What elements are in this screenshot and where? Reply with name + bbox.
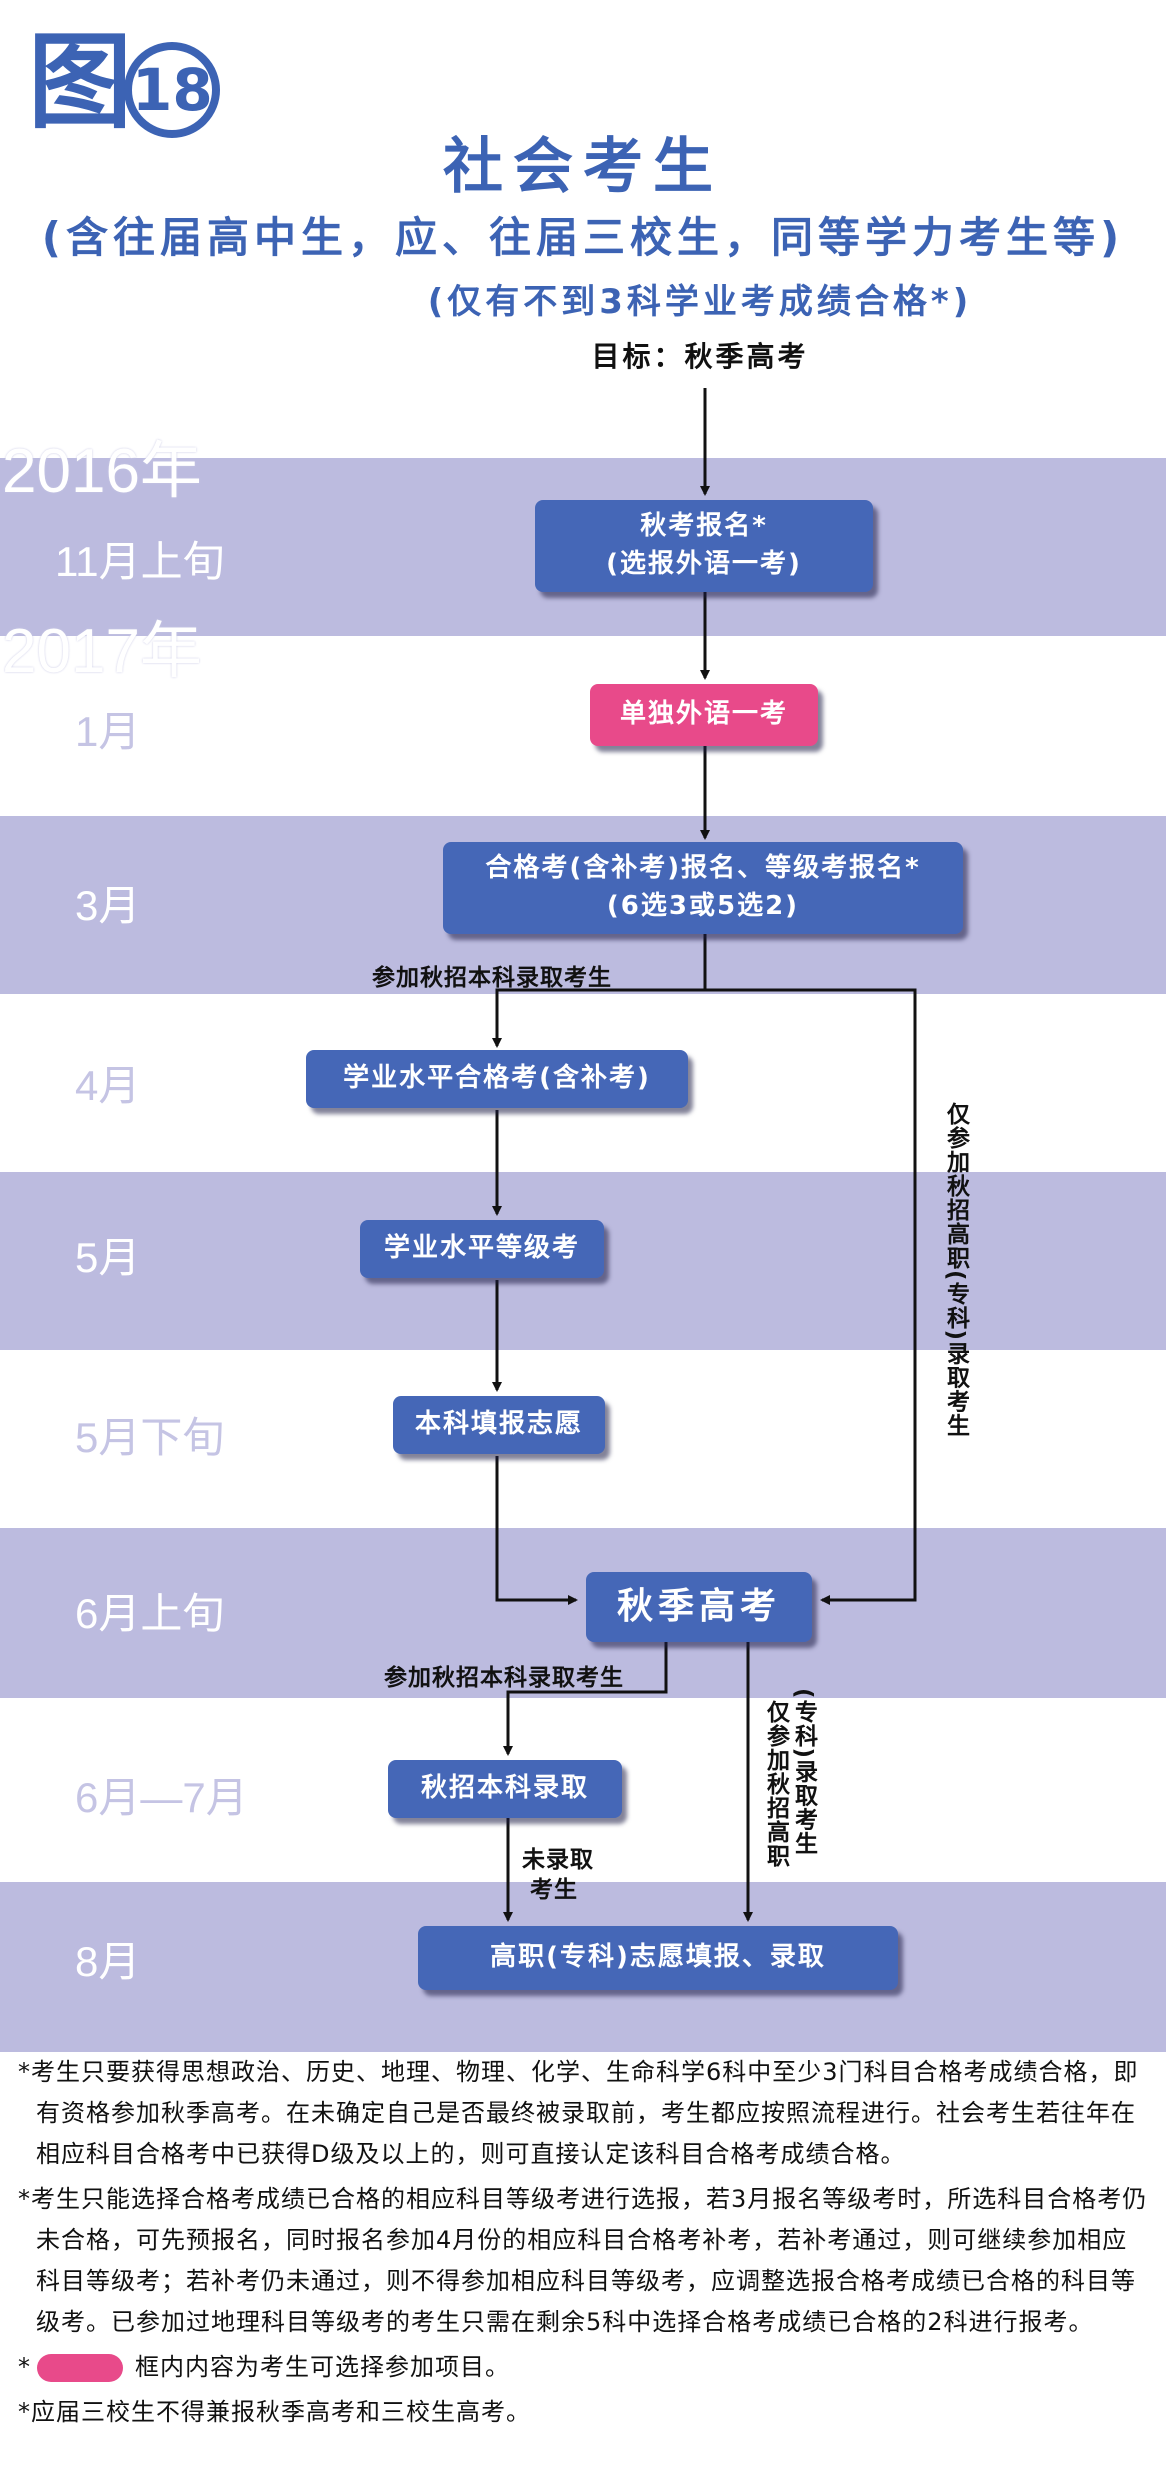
arrow-qualreg-to-gaokao-vocational: [705, 988, 917, 1605]
qualification-exam-box: 学业水平合格考(含补考): [306, 1050, 688, 1108]
gaokao-label: 秋季高考: [616, 1585, 781, 1627]
level-exam-box: 学业水平等级考: [360, 1220, 604, 1278]
bachelor-admission-box: 秋招本科录取: [388, 1760, 622, 1818]
optional-legend-swatch: [37, 2354, 123, 2382]
vocational-admission-box: 高职(专科)志愿填报、录取: [418, 1926, 898, 1990]
vocational-only-label-2a: (专科)录取考生: [790, 1688, 817, 1856]
month-nov-early: 11月上旬: [55, 538, 225, 585]
year-2017: 2017年: [2, 617, 202, 686]
month-aug: 8月: [75, 1938, 141, 1985]
qual-reg-line2: (6选3或5选2): [606, 891, 800, 921]
foreign-language-exam-box: 单独外语一考: [590, 684, 818, 746]
footnote-3-text: 框内内容为考生可选择参加项目。: [135, 2353, 510, 2381]
footnote-4: *应届三校生不得兼报秋季高考和三校生高考。: [18, 2398, 531, 2426]
flow-connectors: [492, 388, 917, 1922]
arrow-qualreg-to-qual: [492, 932, 707, 1048]
footnote-1: *考生只要获得思想政治、历史、地理、物理、化学、生命科学6科中至少3门科目合格考…: [18, 2058, 1139, 2168]
footnote-3-star: *: [18, 2353, 31, 2381]
title-sub2: (仅有不到3科学业考成绩合格*): [427, 282, 973, 322]
qualification-registration-box: 合格考(含补考)报名、等级考报名* (6选3或5选2): [443, 842, 963, 934]
footnote-3: * 框内内容为考生可选择参加项目。: [18, 2347, 1148, 2388]
target-label: 目标：秋季高考: [591, 340, 809, 373]
band-jun: [0, 1528, 1166, 1698]
year-2016: 2016年: [2, 437, 202, 506]
month-jun-early: 6月上旬: [75, 1590, 225, 1637]
vocational-only-label-2b: 仅参加秋招高职: [762, 1700, 789, 1868]
autumn-reg-line1: 秋考报名*: [640, 511, 768, 542]
title-sub1: (含往届高中生，应、往届三校生，同等学力考生等): [41, 213, 1125, 262]
arrow-pref-to-gaokao: [495, 1456, 578, 1605]
month-may-late: 5月下旬: [75, 1414, 225, 1461]
title-main: 社会考生: [443, 132, 723, 202]
autumn-gaokao-box: 秋季高考: [586, 1572, 812, 1642]
bachelor-preference-box: 本科填报志愿: [393, 1396, 605, 1454]
footnote-2: *考生只能选择合格考成绩已合格的相应科目等级考进行选报，若3月报名等级考时，所选…: [18, 2185, 1148, 2336]
bachelor-pref-label: 本科填报志愿: [414, 1409, 583, 1440]
level-exam-label: 学业水平等级考: [383, 1233, 580, 1264]
bachelor-path-label-1: 参加秋招本科录取考生: [372, 965, 612, 991]
autumn-exam-registration-box: 秋考报名* (选报外语一考): [535, 500, 873, 592]
month-jun-jul: 6月—7月: [75, 1774, 248, 1821]
figure-prefix: 图: [28, 21, 133, 143]
qual-exam-label: 学业水平合格考(含补考): [343, 1063, 651, 1094]
not-admitted-label-2: 考生: [530, 1877, 578, 1903]
month-mar: 3月: [75, 882, 141, 929]
bachelor-admit-label: 秋招本科录取: [420, 1773, 589, 1804]
vocational-label: 高职(专科)志愿填报、录取: [490, 1942, 826, 1973]
arrow-gaokao-to-bachelor: [503, 1642, 668, 1756]
foreign-exam-label: 单独外语一考: [619, 699, 788, 730]
month-may: 5月: [75, 1234, 141, 1281]
autumn-reg-line2: (选报外语一考): [606, 549, 802, 579]
footnotes: *考生只要获得思想政治、历史、地理、物理、化学、生命科学6科中至少3门科目合格考…: [18, 2052, 1148, 2437]
month-jan: 1月: [75, 708, 141, 755]
month-apr: 4月: [75, 1062, 141, 1109]
vocational-only-label-1: 仅参加秋招高职(专科)录取考生: [942, 1102, 969, 1438]
qual-reg-line1: 合格考(含补考)报名、等级考报名*: [485, 853, 921, 884]
figure-number-circle: 18: [124, 42, 220, 138]
bachelor-path-label-2: 参加秋招本科录取考生: [384, 1665, 624, 1691]
not-admitted-label-1: 未录取: [522, 1847, 594, 1873]
